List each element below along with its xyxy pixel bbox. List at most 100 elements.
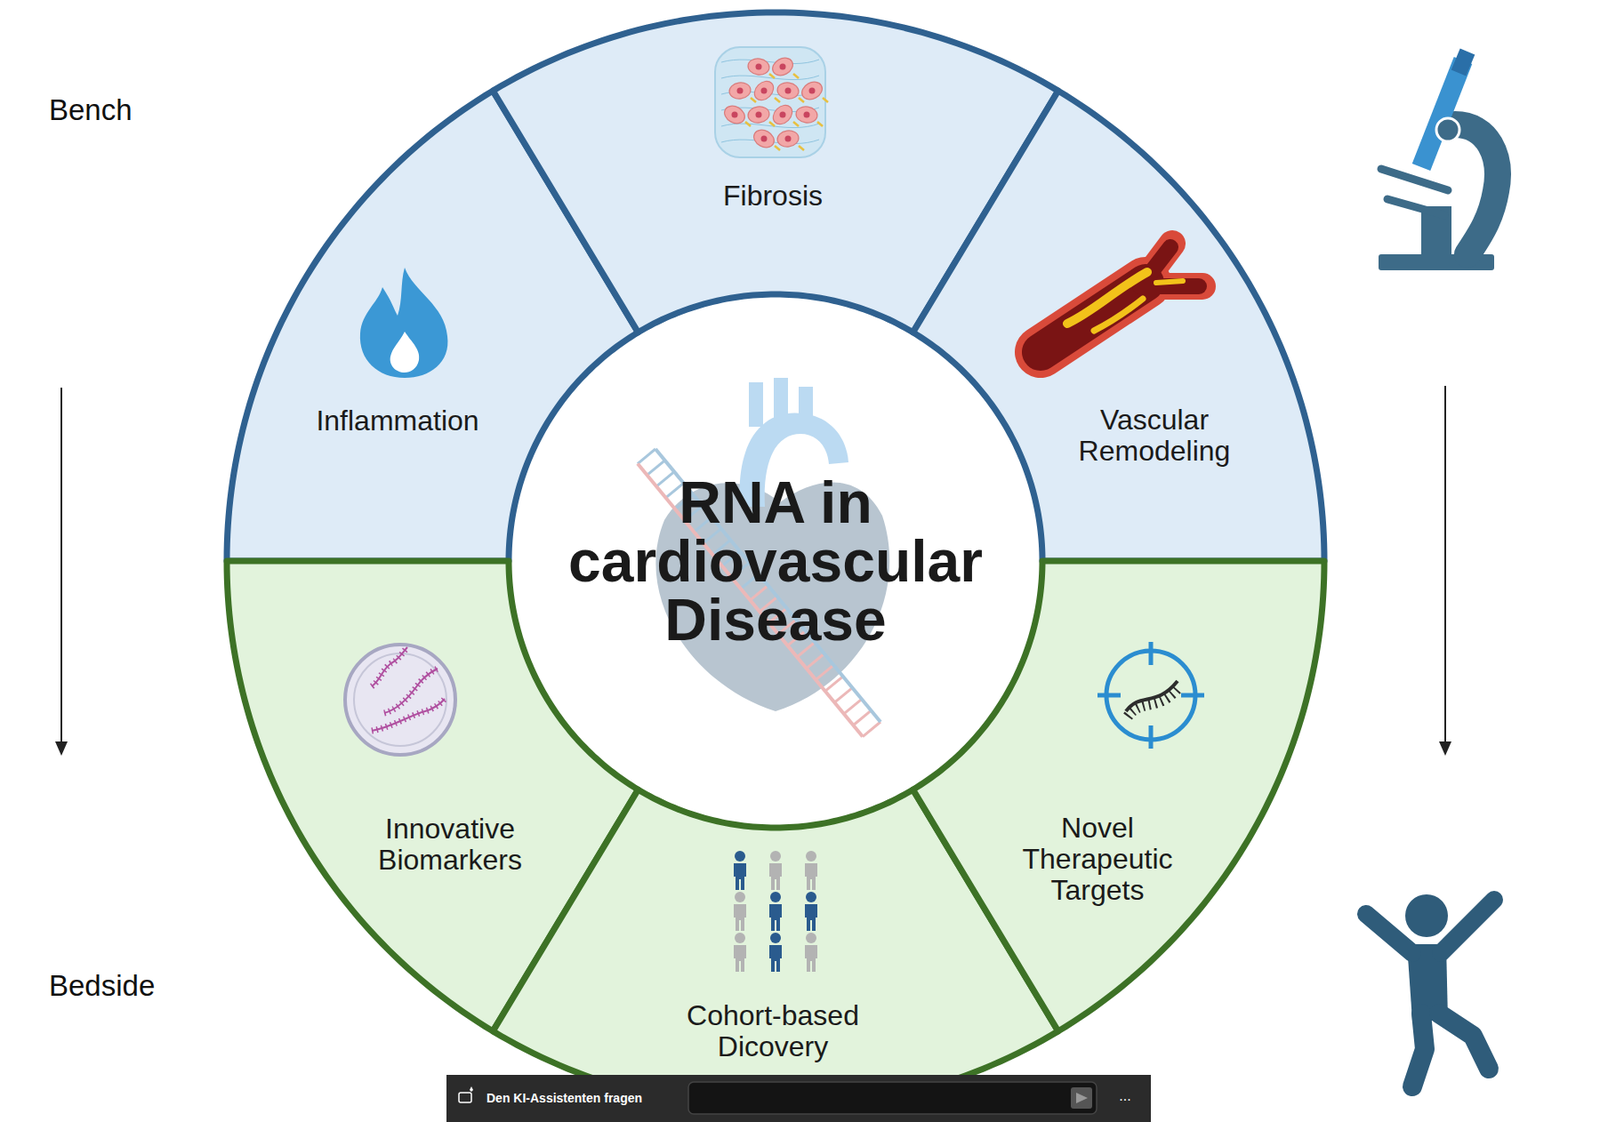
tissue-cell bbox=[776, 80, 800, 100]
cell-nucleus bbox=[755, 64, 763, 71]
cell-nucleus bbox=[731, 112, 739, 119]
cell-nucleus bbox=[804, 112, 811, 119]
segment-shape bbox=[913, 561, 1325, 1032]
tissue-fiber bbox=[798, 97, 805, 103]
cohort-icon bbox=[733, 851, 818, 973]
tissue-mesh bbox=[721, 75, 820, 81]
tissue-fiber bbox=[769, 73, 775, 79]
tissue-cell bbox=[795, 104, 819, 124]
cell-nucleus bbox=[737, 88, 744, 95]
ladder-rung bbox=[684, 506, 703, 522]
ladder-rung bbox=[806, 653, 825, 669]
petri-dish-icon bbox=[345, 644, 456, 756]
toolbar-label: Den KI-Assistenten fragen bbox=[486, 1091, 643, 1106]
bench-bedside-arrow bbox=[1444, 385, 1447, 746]
segment-label: Fibrosis bbox=[675, 180, 871, 212]
tissue-cell bbox=[747, 56, 771, 76]
ladder-rung bbox=[769, 608, 788, 624]
diagram-title: RNA in cardiovascular Disease bbox=[517, 473, 1034, 650]
microscope-icon bbox=[1378, 51, 1498, 271]
arrow-head bbox=[1439, 741, 1452, 756]
segment-label: Innovative Biomarkers bbox=[356, 813, 544, 877]
cell-nucleus bbox=[779, 112, 787, 119]
cell-nucleus bbox=[785, 88, 792, 95]
ladder-rung bbox=[825, 676, 844, 692]
ladder-rung bbox=[646, 460, 665, 476]
tissue-fiber bbox=[774, 145, 780, 151]
patient-icon bbox=[1366, 894, 1495, 1087]
segment-label: Vascular Remodeling bbox=[1061, 404, 1248, 467]
tissue-mesh bbox=[721, 107, 820, 113]
assistant-toolbar bbox=[446, 1075, 1151, 1122]
tissue-mesh bbox=[721, 59, 820, 65]
tissue-fiber bbox=[798, 145, 805, 151]
cell-nucleus bbox=[785, 136, 792, 143]
toolbar-menu: ... bbox=[1118, 1088, 1131, 1105]
cell-nucleus bbox=[761, 136, 768, 143]
rna-ladder bbox=[637, 449, 881, 738]
flame-icon bbox=[360, 267, 449, 378]
tissue-mesh bbox=[721, 139, 820, 145]
tissue-mesh bbox=[721, 91, 820, 97]
cell-nucleus bbox=[809, 88, 816, 95]
tissue-cell bbox=[728, 80, 752, 100]
stage-label: Bedside bbox=[48, 969, 155, 1004]
cell-nucleus bbox=[755, 112, 763, 119]
segment-label: Novel Therapeutic Targets bbox=[1004, 812, 1191, 908]
ladder-rung bbox=[712, 539, 731, 555]
ladder-rung bbox=[693, 517, 712, 533]
ladder-rung bbox=[815, 665, 834, 681]
arrow-head bbox=[55, 741, 68, 756]
ring-segment: Vascular Remodeling bbox=[912, 90, 1325, 562]
cell-nucleus bbox=[761, 88, 768, 95]
tissue-fiber bbox=[745, 121, 751, 127]
tissue-fiber bbox=[817, 121, 823, 127]
tissue-icon bbox=[715, 47, 829, 158]
tissue-cell bbox=[721, 102, 748, 127]
ladder-rung bbox=[778, 619, 796, 636]
tissue-cell bbox=[750, 77, 778, 105]
ladder-rail bbox=[637, 464, 863, 738]
ladder-rung bbox=[703, 529, 722, 545]
circle-fill bbox=[511, 297, 1040, 826]
stage-label: Bench bbox=[48, 93, 133, 128]
ladder-rung bbox=[656, 472, 675, 488]
tissue-cell bbox=[747, 104, 771, 124]
ladder-rung bbox=[666, 482, 684, 499]
ladder-rung bbox=[834, 688, 853, 704]
ladder-rung bbox=[740, 574, 759, 590]
heart-illustration bbox=[637, 377, 890, 738]
segment-label: Cohort-based Dicovery bbox=[675, 1000, 871, 1063]
ladder-rung bbox=[675, 494, 693, 510]
ladder-rung bbox=[722, 551, 740, 567]
target-icon bbox=[1097, 642, 1205, 749]
tissue-fiber bbox=[822, 97, 829, 103]
ladder-rung bbox=[637, 449, 656, 465]
segment-outline bbox=[912, 90, 1325, 562]
bench-bedside-arrow bbox=[60, 387, 63, 746]
segment-shape bbox=[913, 90, 1325, 562]
cell-nucleus bbox=[779, 64, 787, 71]
ladder-rung bbox=[796, 642, 815, 658]
ladder-rung bbox=[844, 699, 862, 715]
ladder-rung bbox=[852, 710, 871, 726]
ladder-rung bbox=[731, 562, 749, 579]
ladder-rung bbox=[862, 722, 881, 738]
tissue-cell bbox=[769, 54, 796, 79]
tissue-cell bbox=[769, 101, 796, 129]
tissue-cell bbox=[798, 78, 826, 103]
tissue-mesh bbox=[721, 123, 820, 129]
segment-outline bbox=[912, 561, 1325, 1032]
ladder-rail bbox=[655, 449, 881, 723]
ladder-rung bbox=[749, 586, 768, 602]
vessel-icon bbox=[1040, 243, 1203, 353]
tissue-fiber bbox=[793, 73, 799, 79]
tissue-cell bbox=[776, 128, 800, 148]
tissue-fiber bbox=[793, 121, 799, 127]
tissue-cell bbox=[750, 126, 778, 151]
tissue-fiber bbox=[750, 97, 756, 103]
ring-segment: Novel Therapeutic Targets bbox=[912, 561, 1325, 1032]
ladder-rung bbox=[787, 631, 806, 647]
